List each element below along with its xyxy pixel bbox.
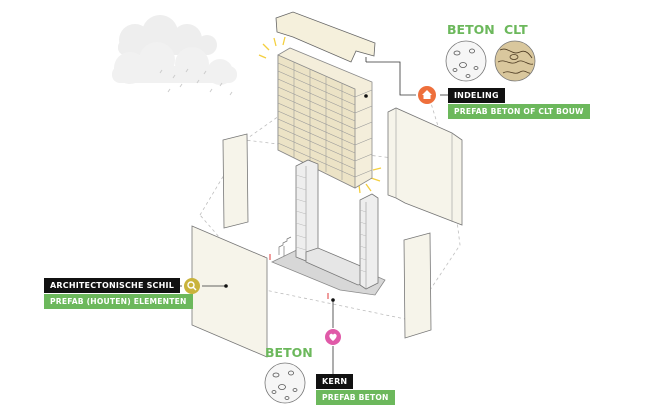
wall-panel-right-lower	[403, 232, 432, 339]
wall-panel-left-lower	[191, 225, 268, 358]
material-label-clt: CLT	[504, 22, 528, 37]
core-left-tower	[295, 159, 319, 262]
material-label-beton-top: BETON	[447, 22, 495, 37]
core-right-tower	[359, 193, 379, 290]
wall-panel-right-upper	[387, 107, 463, 226]
magnifier-icon	[184, 278, 200, 294]
schil-sublabel: PREFAB (HOUTEN) ELEMENTEN	[44, 294, 193, 309]
stair-element	[278, 236, 292, 256]
house-icon	[418, 86, 436, 104]
wall-panel-left-upper	[222, 133, 249, 229]
floors-stack	[277, 47, 373, 189]
indeling-sublabel: PREFAB BETON OF CLT BOUW	[448, 104, 590, 119]
kern-label: KERN	[316, 374, 354, 389]
cloud-bottom	[112, 42, 237, 85]
cloud-top	[118, 15, 217, 56]
indeling-label: INDELING	[448, 88, 505, 103]
material-label-beton-bottom: BETON	[265, 345, 313, 360]
sparkle-top	[258, 36, 286, 59]
rain-marks	[159, 68, 233, 96]
floor-slab-top	[275, 11, 376, 63]
beton-swatch-bottom	[264, 362, 306, 404]
clt-swatch	[494, 40, 536, 82]
schil-label: ARCHITECTONISCHE SCHIL	[44, 278, 180, 293]
heart-icon	[325, 329, 341, 345]
kern-sublabel: PREFAB BETON	[316, 390, 395, 405]
sparkle-right	[358, 167, 382, 194]
beton-swatch-top	[445, 40, 487, 82]
leader-dots	[224, 94, 368, 302]
